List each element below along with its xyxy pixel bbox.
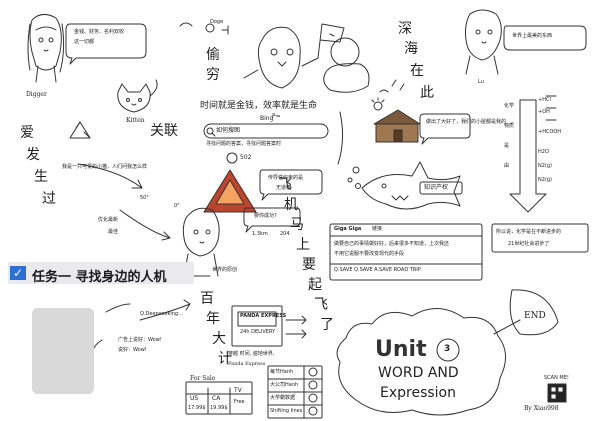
clock-row-3: 大学霸数据 xyxy=(270,395,296,401)
word-zai: 在 xyxy=(410,63,424,79)
search-note-2: 说好：Wow! xyxy=(118,347,147,353)
vertical-1: 化学 xyxy=(504,103,515,109)
search-note-1: 广告上说好：Wow! xyxy=(118,337,162,343)
forsale-col-us: US xyxy=(190,395,199,402)
forsale-price-tv: Free xyxy=(234,399,245,405)
house-label: 知识产权 xyxy=(424,184,449,191)
word-ji: 计 xyxy=(218,351,232,367)
unit-sub-2: Expression xyxy=(380,385,456,401)
word-shen: 深 xyxy=(398,21,412,37)
angle-0: 0° xyxy=(174,203,180,209)
unit-sub-1: WORD AND xyxy=(378,365,459,381)
shark-panel-tag: 链接 xyxy=(372,226,383,232)
word-da: 大 xyxy=(212,331,226,347)
search-subtitle: 寻找问题的答案，寻找问题答案时 xyxy=(206,141,282,147)
forsale-col-tv: TV xyxy=(234,387,242,394)
word-fei-1: 飞 xyxy=(278,177,292,193)
word-shang: 上 xyxy=(296,237,310,253)
forsale-price-ca: 19.99$ xyxy=(210,405,228,411)
end-label: END xyxy=(524,311,546,321)
vertical-2: 物质 xyxy=(504,123,515,129)
word-ai: 爱 xyxy=(20,125,34,141)
kitten-label: Kitten xyxy=(126,117,145,124)
task-banner xyxy=(8,262,194,284)
right-box-line-1: 所以说，化学是在不断进步的 xyxy=(496,229,562,235)
word-bai: 百 xyxy=(200,291,214,307)
clock-row-2: 大公司Hanh xyxy=(270,382,299,388)
doge-question: 要你成功? xyxy=(254,213,277,219)
word-nian: 年 xyxy=(206,311,220,327)
vertical-4: 由 xyxy=(504,163,510,169)
author-label: By Xiao998 xyxy=(524,405,559,412)
left-note-1: 我是一只可爱的小猫，人们问我怎么样 xyxy=(62,164,148,170)
word-fa: 发 xyxy=(26,147,40,163)
formula-2: +OH xyxy=(538,109,550,115)
house-note: 做出了大好了，我们的小屋都是我的 xyxy=(426,119,507,125)
digger-note-line-2: 这一切都 xyxy=(74,39,95,45)
views-label: 1.3km xyxy=(252,231,268,237)
forsale-title: For Sale xyxy=(190,375,216,382)
views-count: 204 xyxy=(280,231,290,237)
digger-note-line-1: 金钱、财务、名利双收 xyxy=(74,29,125,35)
panda-sub: 24h DELIVERY xyxy=(240,329,276,335)
word-guo: 过 xyxy=(42,191,56,207)
left-note-2: 优化最新 xyxy=(98,217,119,223)
word-le: 了 xyxy=(320,317,334,333)
shark-panel-save-line: Q.SAVE Q.SAVE A.SAVE ROAD TRIP xyxy=(334,267,421,273)
bing-label: Bing xyxy=(260,115,274,122)
word-tou: 偷 xyxy=(206,47,220,63)
word-qiong: 穷 xyxy=(206,67,220,83)
quote-line-2: 无道德 xyxy=(276,185,292,191)
left-note-3: 最佳 xyxy=(108,229,119,235)
word-ji: 机 xyxy=(284,197,298,213)
panda-title: PANDA EXPRESS xyxy=(240,313,287,319)
formula-3: +HCOOH xyxy=(538,129,562,135)
panda-caption-2: Panda Express xyxy=(228,361,266,367)
task-title: 任务一 寻找身边的人机 xyxy=(32,270,167,285)
forsale-price-us: 17.99$ xyxy=(188,405,206,411)
forsale-col-ca: CA xyxy=(212,395,221,402)
checkbox-checked-icon: ✓ xyxy=(10,266,26,280)
formula-4: H2O xyxy=(538,149,549,155)
time-money-line: 时间就是金钱，效率就是生命 xyxy=(200,101,318,111)
digger-label: Digger xyxy=(26,91,47,98)
word-qi: 起 xyxy=(308,277,322,293)
clock-row-4: Shifting lines xyxy=(270,408,303,414)
word-hai: 海 xyxy=(404,41,418,57)
shark-panel-line-1: 做要自己的事情做好好，后来很多不知道，上次我还 xyxy=(334,241,450,247)
doge-label: Doge xyxy=(210,19,224,25)
deepseeking-text: Q.Deepseeking... xyxy=(140,311,183,317)
time-p-label: P= xyxy=(272,113,281,120)
panda-caption-1: 穿越 时间, 遍地世界, xyxy=(228,351,275,357)
formula-6: N2(g) xyxy=(538,177,552,183)
artist-caption: 世界的原创 xyxy=(212,267,238,273)
angle-50: 50° xyxy=(140,195,149,201)
word-fei-2: 飞 xyxy=(314,297,328,313)
youth-note: 世界上最美的东西 xyxy=(512,33,553,39)
shark-panel-title: Giga Giga xyxy=(334,226,362,232)
formula-5: N2(g) xyxy=(538,163,552,169)
lu-label: Lu xyxy=(478,79,484,85)
vertical-3: 是 xyxy=(504,143,510,149)
word-ma: 马 xyxy=(290,217,304,233)
unit-number: 3 xyxy=(444,344,451,354)
word-sheng: 生 xyxy=(34,169,48,185)
shark-panel-line-2: 不用它说服不要改变现代的手段 xyxy=(334,251,405,257)
search-input[interactable]: 如何搜图 xyxy=(216,127,241,134)
word-ci: 此 xyxy=(420,85,434,101)
portrait-image xyxy=(32,308,94,394)
word-yao: 要 xyxy=(302,257,316,273)
code-502: 502 xyxy=(240,154,252,161)
clock-row-1: 每节Hanh xyxy=(270,369,294,375)
quote-line-1: 传导性约束的是 xyxy=(268,175,304,181)
scan-label: SCAN ME! xyxy=(544,375,569,381)
right-box-line-2: 21世纪社会进步了 xyxy=(508,241,550,247)
formula-1: +HCl xyxy=(538,97,551,103)
unit-title: Unit xyxy=(375,337,427,362)
word-guan-lian: 关联 xyxy=(150,123,178,139)
